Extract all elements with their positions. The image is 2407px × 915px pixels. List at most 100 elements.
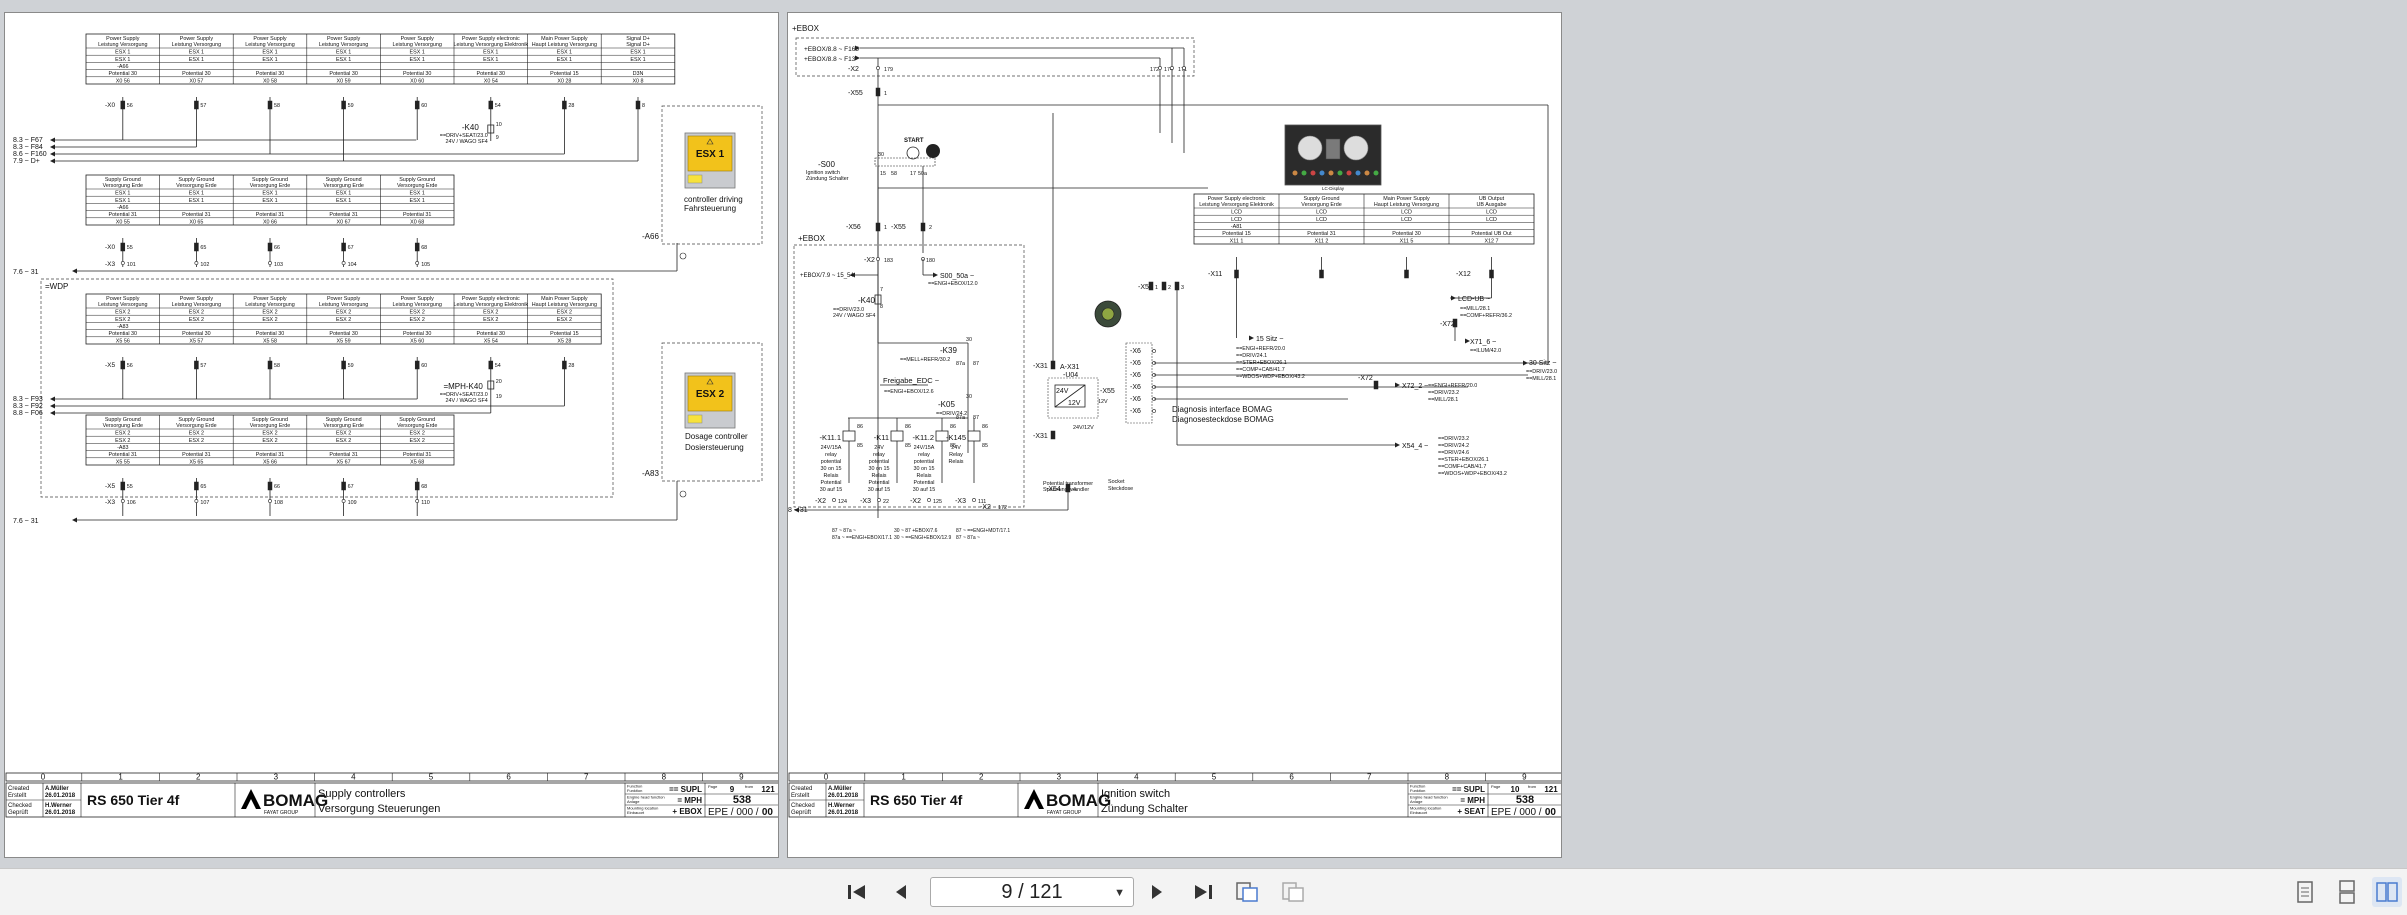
tb-machine: RS 650 Tier 4f — [870, 792, 963, 808]
table-header-de: Versorgung Erde — [103, 183, 143, 189]
pin-number: 85 — [905, 443, 911, 449]
two-page-view-button[interactable] — [2372, 877, 2402, 907]
bottom-x-ref: -X3 — [955, 498, 966, 505]
first-page-button[interactable] — [842, 877, 872, 907]
table-header-de: Leistung Versorgung Elektronik — [453, 302, 528, 308]
wire — [1054, 384, 1086, 408]
tb-created-label-de: Erstellt — [791, 793, 810, 799]
arrow-right-icon — [1249, 335, 1254, 341]
tb-checked-name: H.Werner — [828, 803, 855, 809]
terminal-dot — [120, 499, 125, 503]
table-cell: LCD — [1401, 210, 1412, 216]
connector-pin — [1234, 269, 1239, 279]
x72b-ref: -X72 — [1358, 375, 1373, 382]
table-header-de: Versorgung Erde — [323, 423, 363, 429]
x54-ref: -X54 — [1138, 284, 1153, 291]
table-cell: X0 68 — [410, 219, 424, 225]
table-cell: X0 58 — [263, 78, 277, 84]
x31-ref: -X31 — [1033, 363, 1048, 370]
continuous-page-icon — [2339, 880, 2355, 904]
ref-31b: 7.6 ~ 31 — [13, 518, 39, 525]
arrow-right-icon — [855, 55, 860, 61]
table-cell: Potential 30 — [109, 331, 137, 337]
next-page-button[interactable] — [1142, 877, 1172, 907]
terminal-dot — [415, 261, 420, 265]
table-cell: LCD — [1231, 210, 1242, 216]
x2-ref: -X2 — [980, 504, 991, 511]
relay-caption: relay — [825, 452, 837, 458]
table-cell: ESX 2 — [336, 310, 351, 316]
page-indicator: 9 / 121 — [1001, 880, 1063, 903]
ebox-top-label: +EBOX — [792, 24, 820, 33]
pin-number: 28 — [568, 103, 574, 109]
freigabe-ref: Freigabe_EDC ~ — [883, 376, 940, 385]
k40-sub: ==DRIV/23.0 — [833, 307, 864, 313]
pin-number: 124 — [838, 499, 847, 505]
pin-number: 174 — [1164, 67, 1173, 73]
table-cell: ESX 1 — [115, 191, 130, 197]
x72-ref: -X72 — [1440, 321, 1455, 328]
last-page-button[interactable] — [1188, 877, 1218, 907]
tb-function-label-de: Funktion — [627, 788, 642, 793]
x54-4-sub: ==STER+EBOX/26.1 — [1438, 457, 1489, 463]
continuous-view-button[interactable] — [2332, 877, 2362, 907]
connector-pin — [488, 360, 494, 370]
arrow-left-icon — [794, 507, 799, 513]
tb-machine: RS 650 Tier 4f — [87, 792, 180, 808]
pin-number: 3 — [1181, 285, 1184, 291]
pin-number: 2 — [1168, 285, 1171, 291]
fit-page-button[interactable] — [1278, 877, 1308, 907]
table-cell: X0 28 — [557, 78, 571, 84]
table-cell: Potential 31 — [182, 452, 210, 458]
table-cell: Potential 30 — [477, 71, 505, 77]
table-cell: Potential 30 — [109, 71, 137, 77]
connector-ref: -X3 — [105, 499, 116, 506]
table-cell: LCD — [1486, 210, 1497, 216]
x55b-ref: -X55 — [891, 224, 906, 231]
rotate-button[interactable] — [1232, 877, 1262, 907]
x71-sub: ==ILUM/42.0 — [1470, 348, 1501, 354]
sitz15-ref: 15 Sitz ~ — [1256, 336, 1283, 343]
bottom-ref: 87 ~ ==ENGI+MDT/17.1 — [956, 528, 1010, 534]
table-cell: LCD — [1486, 217, 1497, 223]
tb-engine-value: = MPH — [1460, 796, 1485, 805]
connector-pin — [267, 242, 273, 252]
pin-number: 102 — [200, 262, 209, 268]
terminal-dot — [1170, 66, 1174, 70]
tb-checked-label: Checked — [791, 803, 815, 809]
connector-pin — [1050, 430, 1056, 440]
table-cell: Potential 31 — [109, 212, 137, 218]
previous-page-button[interactable] — [886, 877, 916, 907]
lock-icon — [926, 144, 940, 158]
single-page-view-button[interactable] — [2290, 877, 2320, 907]
relay-caption: 30 auf 15 — [820, 487, 842, 493]
table-header-de: Leistung Versorgung — [392, 302, 441, 308]
table-cell: Potential 31 — [256, 212, 284, 218]
ref-31a: 7.6 ~ 31 — [13, 269, 39, 276]
tb-created-date: 26.01.2018 — [45, 793, 76, 799]
pin-number: 57 — [200, 363, 206, 369]
terminal-dot — [832, 498, 836, 502]
pin-number: 30 — [878, 152, 884, 158]
sitz30-sub: ==MILL/28.1 — [1526, 376, 1556, 382]
x72-2-sub: ==ENGI+REFR/20.0 — [1428, 383, 1477, 389]
terminal-dot — [1158, 66, 1162, 70]
table-header: Power Supply electronic — [1208, 196, 1266, 202]
terminal-dot — [876, 66, 880, 70]
table-header-de: Leistung Versorgung Elektronik — [1199, 202, 1274, 208]
page-selector[interactable]: 9 / 121 ▼ — [930, 877, 1134, 907]
esx1-led — [687, 174, 703, 184]
x54-4-sub: ==WDOS+WDP+EBOX/43.2 — [1438, 471, 1507, 477]
table-cell: ESX 1 — [189, 50, 204, 56]
esx2-label: ESX 2 — [696, 389, 725, 400]
tb-mount-label: Mounting location — [627, 806, 658, 811]
connector-pin — [1148, 281, 1154, 291]
terminal-dot — [1152, 349, 1156, 353]
table-cell: ESX 1 — [115, 57, 130, 63]
table-header-de: Versorgung Erde — [250, 183, 290, 189]
pin-number: 50a — [918, 171, 927, 177]
connector-pin — [194, 242, 199, 252]
ref-f67: 8.3 ~ F67 — [13, 137, 43, 144]
connector-pin — [341, 360, 346, 370]
